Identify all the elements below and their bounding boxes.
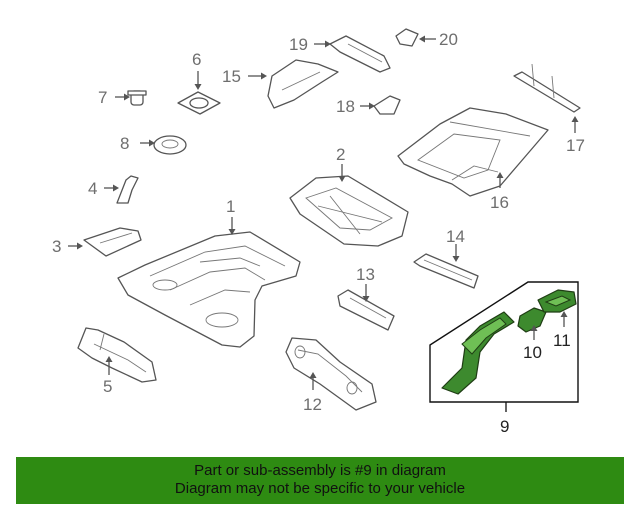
arrow-20 xyxy=(419,35,436,43)
arrow-3 xyxy=(68,242,83,250)
part-16-rear-panel xyxy=(397,107,549,197)
part-5-side-member xyxy=(77,327,157,383)
part-2-rear-floor xyxy=(289,175,409,247)
callout-5: 5 xyxy=(103,377,112,396)
part-4-bracket xyxy=(116,175,139,204)
callout-14: 14 xyxy=(446,227,465,246)
callout-7: 7 xyxy=(98,88,107,107)
arrow-14 xyxy=(452,244,460,262)
part-1-floor-pan xyxy=(117,231,301,348)
part-3-reinforcement xyxy=(83,227,142,257)
callout-18: 18 xyxy=(336,97,355,116)
arrow-6 xyxy=(194,71,202,90)
callout-10: 10 xyxy=(523,343,542,362)
part-18-bracket xyxy=(373,95,401,115)
part-17-crossmember xyxy=(513,63,581,113)
callout-8: 8 xyxy=(120,134,129,153)
part-19-brace xyxy=(329,35,391,73)
arrow-15 xyxy=(248,72,267,80)
arrow-10 xyxy=(530,325,538,340)
arrow-13 xyxy=(362,284,370,302)
callout-1: 1 xyxy=(226,197,235,216)
arrow-8 xyxy=(140,139,155,147)
callout-3: 3 xyxy=(52,237,61,256)
part-12-side-member xyxy=(285,337,377,411)
callout-15: 15 xyxy=(222,67,241,86)
parts-diagram: 7 6 8 4 3 xyxy=(52,28,585,436)
arrow-16 xyxy=(496,172,504,188)
part-7-clip xyxy=(127,90,147,106)
callout-6: 6 xyxy=(192,50,201,69)
callout-20: 20 xyxy=(439,30,458,49)
arrow-1 xyxy=(228,217,236,235)
part-20-bracket xyxy=(395,28,419,47)
callout-17: 17 xyxy=(566,136,585,155)
part-6-bracket xyxy=(177,91,221,115)
part-8-grommet xyxy=(153,135,187,155)
arrow-4 xyxy=(104,184,119,192)
arrow-18 xyxy=(360,102,375,110)
callout-2: 2 xyxy=(336,145,345,164)
notice-line-2: Diagram may not be specific to your vehi… xyxy=(174,480,466,497)
callout-16: 16 xyxy=(490,193,509,212)
callout-19: 19 xyxy=(289,35,308,54)
callout-4: 4 xyxy=(88,179,97,198)
arrow-12 xyxy=(309,372,317,390)
part-14-rail xyxy=(413,253,479,289)
notice-line-1: Part or sub-assembly is #9 in diagram xyxy=(194,462,446,479)
notice-banner: Part or sub-assembly is #9 in diagram Di… xyxy=(16,457,624,504)
arrow-19 xyxy=(314,40,331,48)
callout-12: 12 xyxy=(303,395,322,414)
callout-9[interactable]: 9 xyxy=(500,417,509,436)
arrow-17 xyxy=(571,116,579,133)
part-15-panel xyxy=(267,59,339,109)
part-13-rail xyxy=(337,289,395,331)
part-9-subassembly-highlight[interactable] xyxy=(441,289,577,395)
arrow-7 xyxy=(115,93,130,101)
arrow-11 xyxy=(560,311,568,327)
arrow-5 xyxy=(105,356,113,375)
arrow-2 xyxy=(338,164,346,182)
callout-13: 13 xyxy=(356,265,375,284)
callout-11: 11 xyxy=(553,331,571,350)
